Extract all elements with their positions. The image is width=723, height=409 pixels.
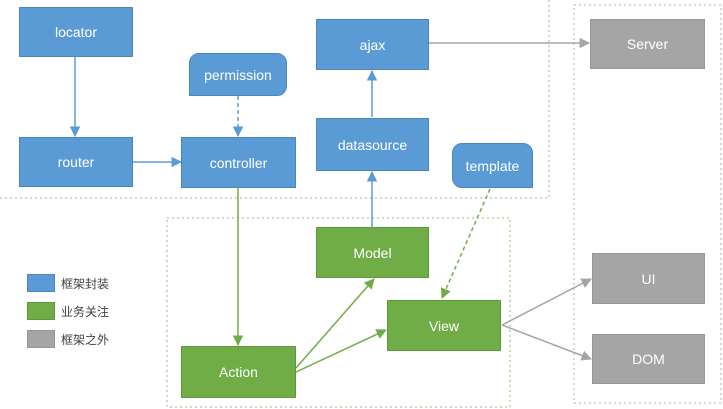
node-router-label: router bbox=[57, 154, 95, 170]
node-model-label: Model bbox=[353, 244, 392, 261]
node-model[interactable]: Model bbox=[316, 227, 429, 278]
node-datasource[interactable]: datasource bbox=[316, 118, 429, 171]
node-view[interactable]: View bbox=[387, 300, 501, 351]
legend-swatch-business bbox=[27, 302, 55, 320]
link-template-view bbox=[441, 188, 491, 299]
node-template[interactable]: template bbox=[452, 143, 533, 188]
framework-region-border bbox=[0, 0, 550, 199]
node-ajax-label: ajax bbox=[359, 36, 386, 53]
node-controller-label: controller bbox=[209, 154, 268, 171]
node-server-label: Server bbox=[626, 36, 669, 52]
link-action-model bbox=[295, 278, 375, 369]
legend-swatch-external bbox=[27, 330, 55, 348]
legend-item-external: 框架之外 bbox=[27, 329, 109, 349]
node-ui[interactable]: UI bbox=[592, 253, 705, 304]
legend-item-business: 业务关注 bbox=[27, 301, 109, 321]
node-template-label: template bbox=[465, 157, 520, 174]
legend-label-framework: 框架封装 bbox=[61, 276, 110, 291]
node-server[interactable]: Server bbox=[590, 19, 705, 69]
legend-label-business: 业务关注 bbox=[61, 304, 110, 319]
node-action[interactable]: Action bbox=[181, 346, 296, 398]
node-permission-label: permission bbox=[204, 66, 272, 83]
node-ajax[interactable]: ajax bbox=[316, 19, 429, 70]
legend-swatch-framework bbox=[27, 274, 55, 292]
node-permission[interactable]: permission bbox=[189, 53, 287, 96]
node-router[interactable]: router bbox=[19, 137, 133, 187]
legend-label-external: 框架之外 bbox=[61, 332, 110, 347]
external-region-border bbox=[573, 4, 722, 404]
node-controller[interactable]: controller bbox=[181, 137, 296, 188]
node-view-label: View bbox=[428, 317, 460, 334]
node-locator-label: locator bbox=[54, 24, 98, 40]
legend-item-framework: 框架封装 bbox=[27, 273, 109, 293]
link-view-ui bbox=[501, 278, 592, 326]
node-action-label: Action bbox=[219, 364, 258, 380]
node-ui-label: UI bbox=[641, 270, 656, 287]
node-dom-label: DOM bbox=[632, 351, 665, 367]
node-dom[interactable]: DOM bbox=[592, 334, 705, 384]
link-view-dom bbox=[501, 324, 592, 361]
business-region-border bbox=[166, 217, 511, 408]
link-action-view bbox=[295, 329, 387, 373]
node-locator[interactable]: locator bbox=[19, 7, 133, 57]
node-datasource-label: datasource bbox=[337, 136, 408, 153]
